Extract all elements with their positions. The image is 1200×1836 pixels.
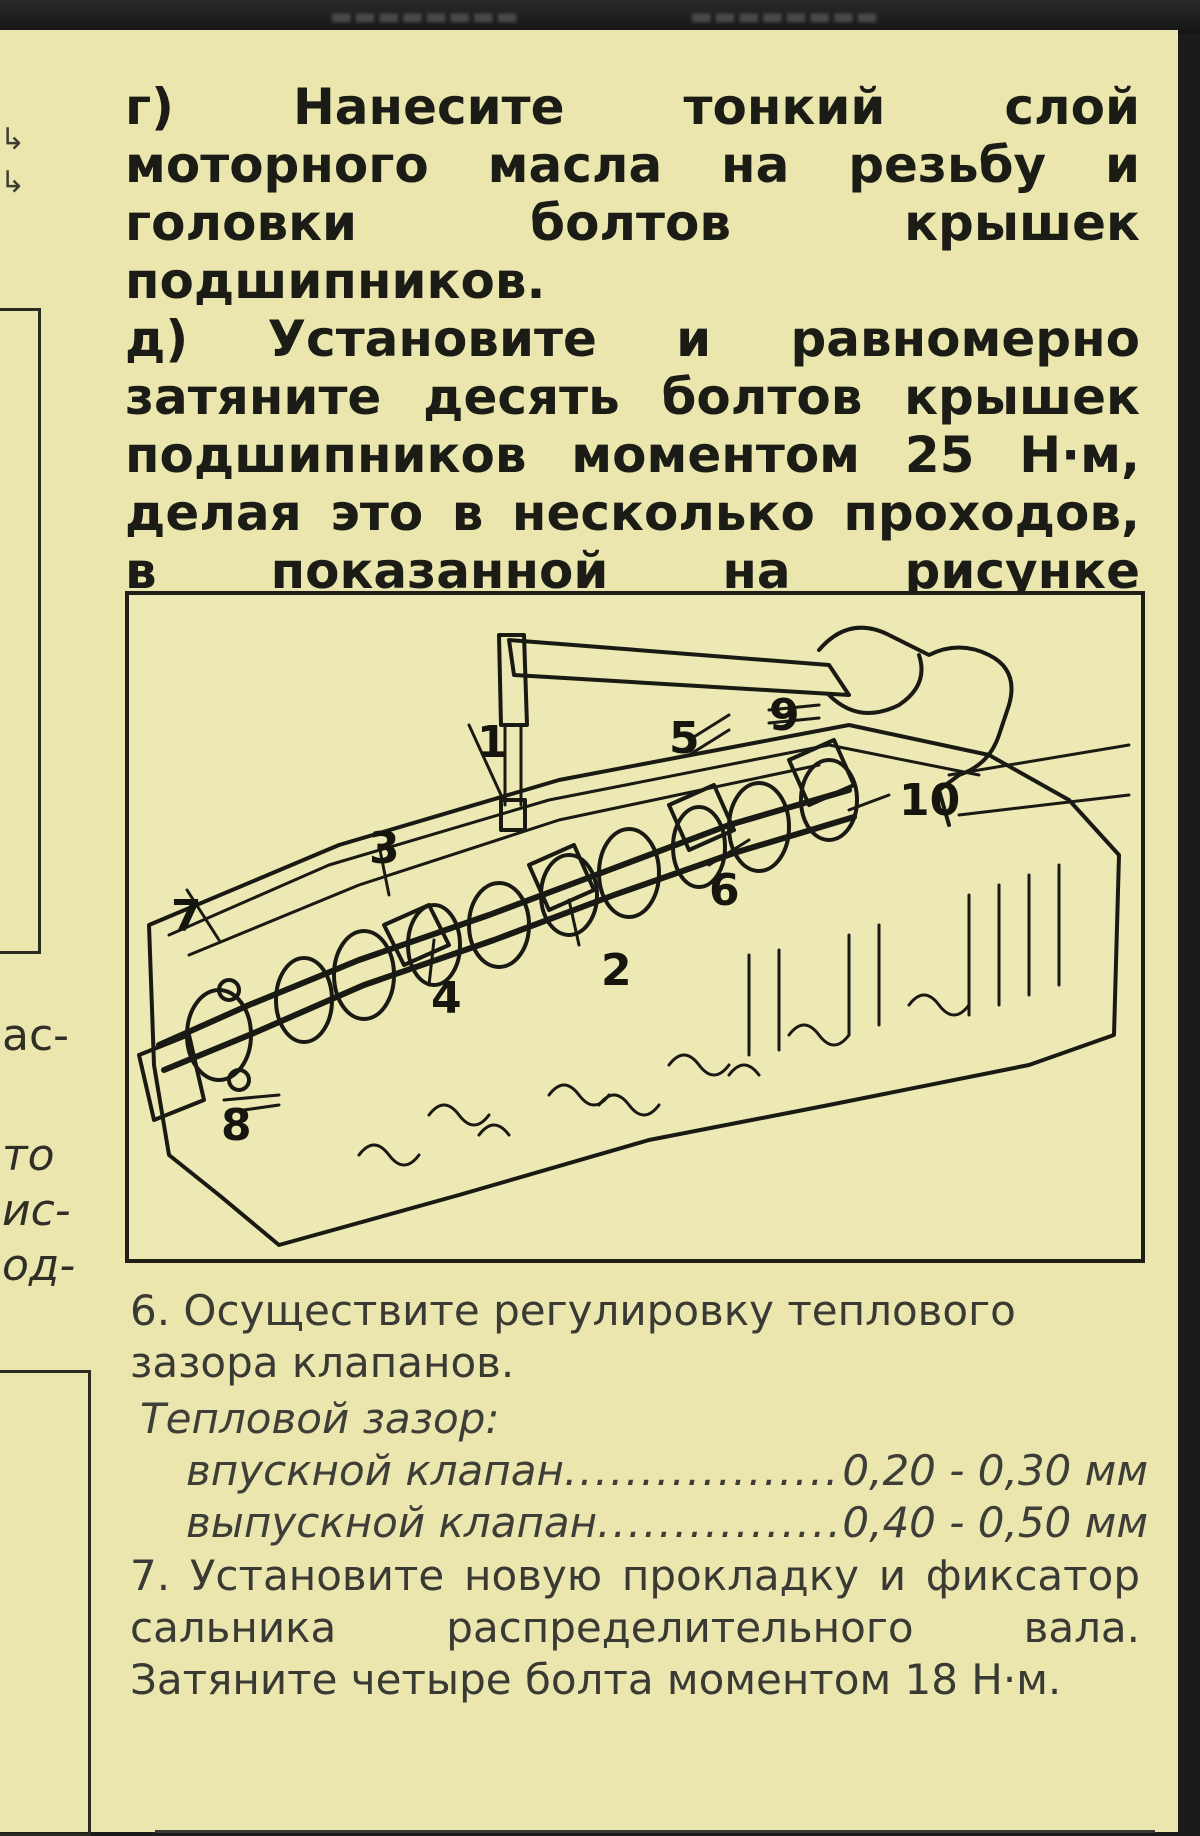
spec-row-exhaust: выпускной клапан 0,40 - 0,50 мм bbox=[138, 1497, 1148, 1549]
paragraph-g: г) Нанесите тонкий слой моторного масла … bbox=[125, 78, 1140, 310]
arrow-icon: ↳ bbox=[0, 165, 26, 200]
valve-clearance-spec: Тепловой зазор: впускной клапан 0,20 - 0… bbox=[138, 1393, 1148, 1549]
left-figure-frame bbox=[0, 1370, 91, 1836]
document-page: ↳ ↳ ас- то ис- од- г) Нанесите тонкий сл… bbox=[0, 30, 1178, 1836]
leader-dots bbox=[564, 1445, 842, 1497]
step-7: 7. Установите новую прокладку и фиксатор… bbox=[130, 1550, 1140, 1706]
menu-item-blurred[interactable]: ▬▬▬▬▬▬▬▬ bbox=[690, 2, 880, 30]
callout-bolt-7: 7 bbox=[171, 891, 202, 942]
callout-bolt-3: 3 bbox=[369, 823, 400, 874]
callout-bolt-5: 5 bbox=[669, 713, 700, 764]
step-7-text: 7. Установите новую прокладку и фиксатор… bbox=[130, 1551, 1140, 1704]
camshaft-figure: 1 2 3 4 5 6 7 8 9 10 bbox=[125, 591, 1145, 1263]
step-6-text: 6. Осуществите регулировку теплового заз… bbox=[130, 1286, 1016, 1387]
hand bbox=[817, 625, 1014, 827]
spec-value: 0,20 - 0,30 мм bbox=[842, 1446, 1148, 1495]
left-text-fragment: ас- bbox=[2, 1010, 70, 1061]
left-text-fragment: ис- bbox=[2, 1185, 71, 1236]
callout-bolt-2: 2 bbox=[601, 945, 632, 996]
torque-wrench bbox=[507, 638, 851, 697]
callout-bolt-8: 8 bbox=[221, 1100, 252, 1151]
app-menu-bar: ▬▬▬▬▬▬▬▬ ▬▬▬▬▬▬▬▬ bbox=[0, 0, 1200, 34]
menu-item-blurred[interactable]: ▬▬▬▬▬▬▬▬ bbox=[330, 2, 520, 30]
left-text-fragment: то bbox=[2, 1130, 55, 1181]
engine-illustration bbox=[137, 625, 1131, 1247]
callout-bolt-6: 6 bbox=[709, 865, 740, 916]
left-figure-frame bbox=[0, 308, 41, 954]
spec-title: Тепловой зазор: bbox=[140, 1394, 500, 1443]
step-6: 6. Осуществите регулировку теплового заз… bbox=[130, 1285, 1140, 1389]
cylinder-head-outline bbox=[147, 723, 1121, 1247]
spec-name: впускной клапан bbox=[186, 1446, 564, 1495]
left-text-fragment: од- bbox=[2, 1240, 76, 1291]
spec-row-intake: впускной клапан 0,20 - 0,30 мм bbox=[138, 1445, 1148, 1497]
spec-value: 0,40 - 0,50 мм bbox=[842, 1498, 1148, 1547]
callout-bolt-4: 4 bbox=[431, 973, 462, 1024]
callout-bolt-10: 10 bbox=[899, 775, 961, 826]
callout-bolt-1: 1 bbox=[477, 717, 508, 768]
instruction-block: г) Нанесите тонкий слой моторного масла … bbox=[125, 78, 1140, 658]
callout-bolt-9: 9 bbox=[769, 690, 800, 741]
leader-dots bbox=[597, 1497, 842, 1549]
spec-name: выпускной клапан bbox=[186, 1498, 598, 1547]
arrow-icon: ↳ bbox=[0, 122, 26, 157]
